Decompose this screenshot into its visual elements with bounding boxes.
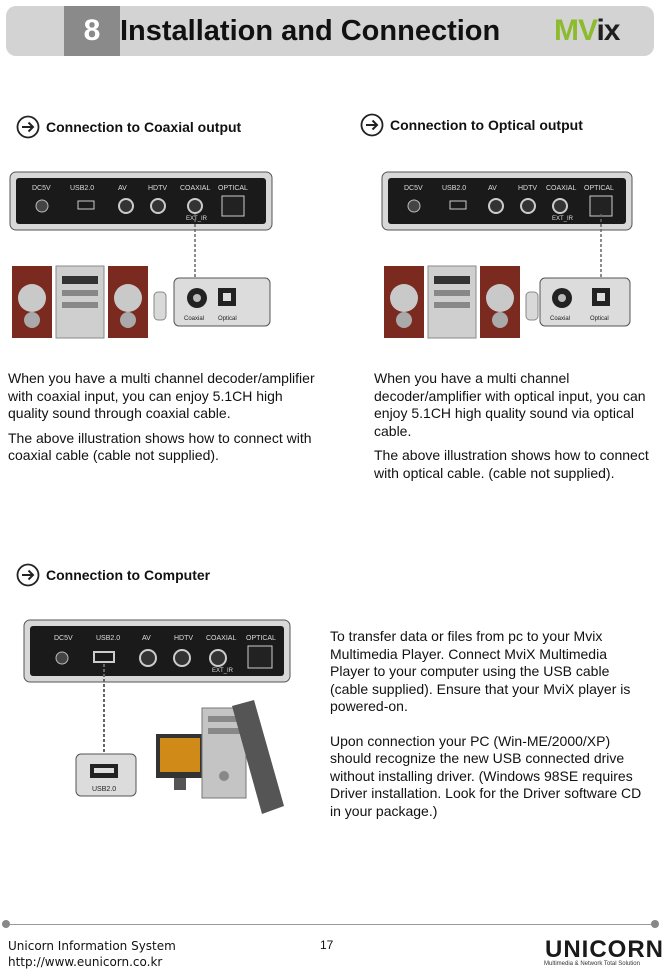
connector-label-coaxial: Coaxial xyxy=(184,316,204,322)
unicorn-logo: UNICORN xyxy=(545,936,662,963)
footer-url[interactable]: http://www.eunicorn.co.kr xyxy=(8,955,163,969)
port-label-optical: OPTICAL xyxy=(584,185,614,192)
port-label-av: AV xyxy=(488,185,497,192)
page-header: 8 Installation and Connection MVix xyxy=(6,6,654,56)
coaxial-connection-illustration: DC5V USB2.0 AV HDTV COAXIAL OPTICAL EXT_… xyxy=(9,171,273,339)
logo-ix: ix xyxy=(596,14,620,47)
computer-paragraph-2: Upon connection your PC (Win-ME/2000/XP)… xyxy=(330,732,642,819)
chapter-number: 8 xyxy=(64,6,120,56)
ext-ir-label: EXT_IR xyxy=(552,216,574,222)
computer-section-heading: Connection to Computer xyxy=(16,563,210,587)
arrow-circle-icon xyxy=(16,115,40,139)
connector-label-usb: USB2.0 xyxy=(92,786,116,793)
arrow-circle-icon xyxy=(16,563,40,587)
arrow-circle-icon xyxy=(360,113,384,137)
optical-heading-text: Connection to Optical output xyxy=(390,117,583,133)
coaxial-heading-text: Connection to Coaxial output xyxy=(46,119,242,135)
unicorn-tagline: Multimedia & Network Total Solution xyxy=(544,961,640,967)
port-label-dc5v: DC5V xyxy=(32,185,51,192)
port-label-optical: OPTICAL xyxy=(218,185,248,192)
port-label-dc5v: DC5V xyxy=(404,185,423,192)
footer-divider-dot-left xyxy=(2,920,10,928)
mvix-logo: MVix xyxy=(554,14,621,48)
footer-company-info: Unicorn Information System http://www.eu… xyxy=(8,938,176,970)
port-label-coaxial: COAXIAL xyxy=(180,185,210,192)
ext-ir-label: EXT_IR xyxy=(186,216,208,222)
port-label-hdtv: HDTV xyxy=(174,635,193,642)
connector-label-optical: Optical xyxy=(590,316,609,322)
coaxial-section-heading: Connection to Coaxial output xyxy=(16,115,241,139)
port-label-dc5v: DC5V xyxy=(54,635,73,642)
optical-paragraph-1: When you have a multi channel decoder/am… xyxy=(374,370,646,439)
coaxial-paragraph-2: The above illustration shows how to conn… xyxy=(8,429,312,464)
port-label-usb: USB2.0 xyxy=(96,635,120,642)
optical-section-heading: Connection to Optical output xyxy=(360,113,583,137)
port-label-av: AV xyxy=(118,185,127,192)
coaxial-description: When you have a multi channel decoder/am… xyxy=(8,370,324,472)
computer-connection-illustration: DC5V USB2.0 AV HDTV COAXIAL OPTICAL EXT_… xyxy=(23,619,291,814)
port-label-usb: USB2.0 xyxy=(70,185,94,192)
port-label-optical: OPTICAL xyxy=(246,635,276,642)
optical-description: When you have a multi channel decoder/am… xyxy=(374,370,660,489)
page-title: Installation and Connection xyxy=(120,15,501,47)
connector-label-optical: Optical xyxy=(218,316,237,322)
port-label-usb: USB2.0 xyxy=(442,185,466,192)
optical-connection-illustration: DC5V USB2.0 AV HDTV COAXIAL OPTICAL EXT_… xyxy=(381,171,633,339)
footer-company-name: Unicorn Information System xyxy=(8,939,176,953)
page-number: 17 xyxy=(320,938,334,952)
computer-heading-text: Connection to Computer xyxy=(46,567,211,583)
connector-label-coaxial: Coaxial xyxy=(550,316,570,322)
ext-ir-label: EXT_IR xyxy=(212,668,234,674)
port-label-hdtv: HDTV xyxy=(518,185,537,192)
footer-divider-dot-right xyxy=(651,920,659,928)
port-label-av: AV xyxy=(142,635,151,642)
coaxial-paragraph-1: When you have a multi channel decoder/am… xyxy=(8,370,315,421)
logo-mv: MV xyxy=(554,14,597,47)
port-label-coaxial: COAXIAL xyxy=(206,635,236,642)
computer-description: To transfer data or files from pc to you… xyxy=(330,628,648,827)
optical-paragraph-2: The above illustration shows how to conn… xyxy=(374,447,649,481)
footer-divider xyxy=(6,924,652,925)
port-label-hdtv: HDTV xyxy=(148,185,167,192)
computer-paragraph-1: To transfer data or files from pc to you… xyxy=(330,628,631,714)
port-label-coaxial: COAXIAL xyxy=(546,185,576,192)
